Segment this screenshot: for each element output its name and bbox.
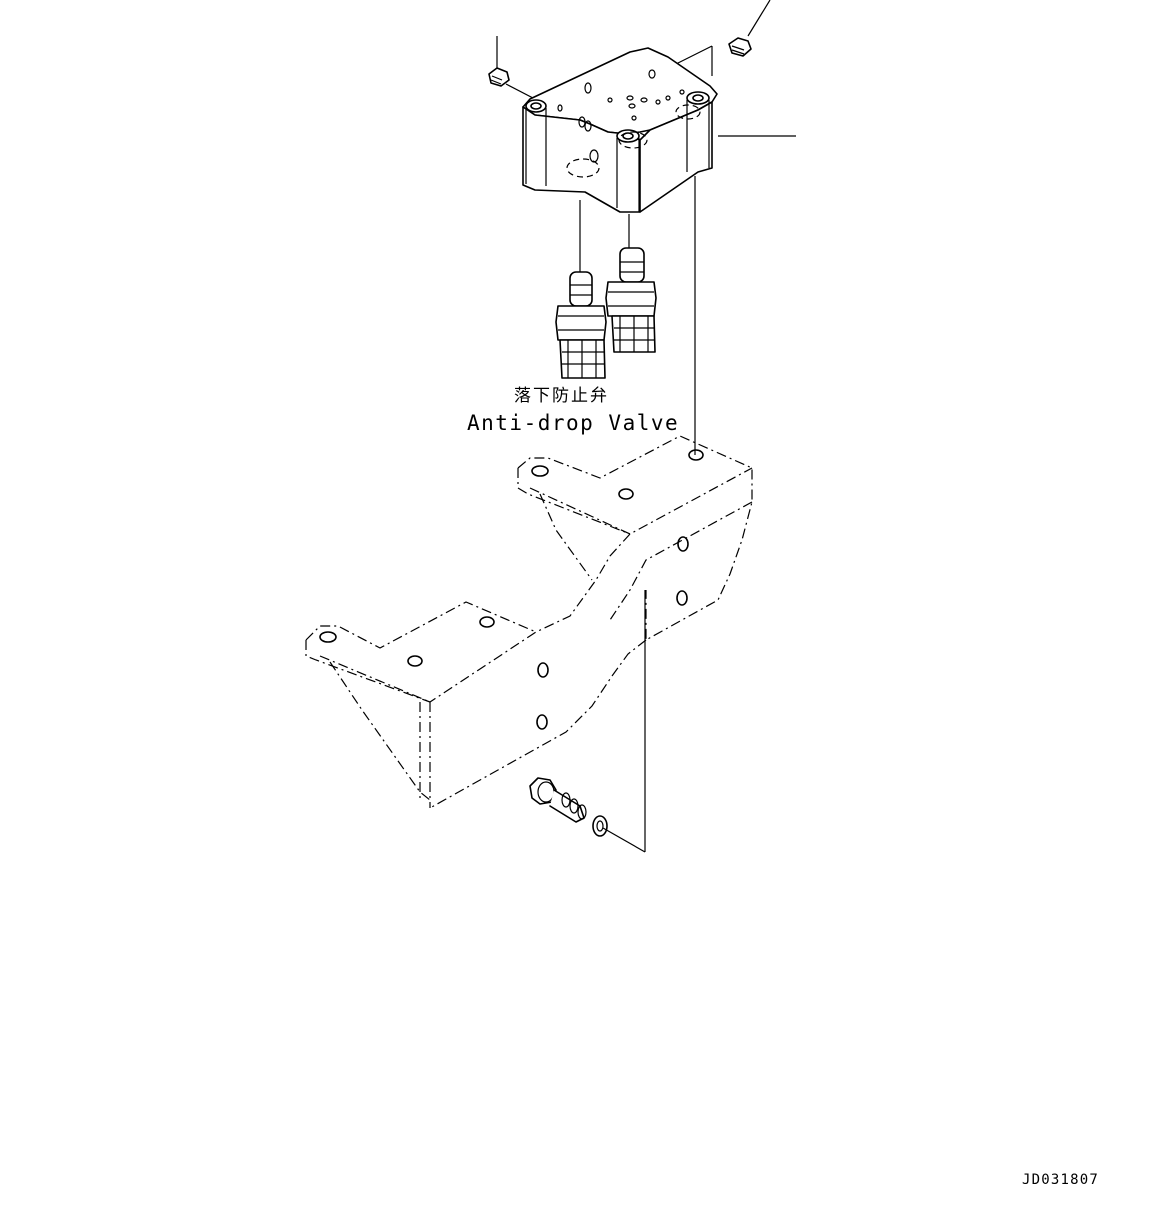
anti-drop-valve-left bbox=[555, 271, 607, 379]
anti-drop-valve-label-english: Anti-drop Valve bbox=[467, 411, 680, 435]
plug-right bbox=[728, 37, 752, 57]
plug-left bbox=[488, 67, 510, 87]
anti-drop-valve-label-japanese: 落下防止弁 bbox=[514, 386, 609, 406]
washer bbox=[592, 815, 608, 837]
bolt bbox=[529, 777, 587, 823]
leader-lines bbox=[496, 0, 796, 853]
mounting-bracket bbox=[305, 435, 753, 809]
drawing-id: JD031807 bbox=[1022, 1172, 1100, 1188]
anti-drop-valve-right bbox=[605, 247, 657, 353]
valve-block bbox=[522, 47, 718, 213]
